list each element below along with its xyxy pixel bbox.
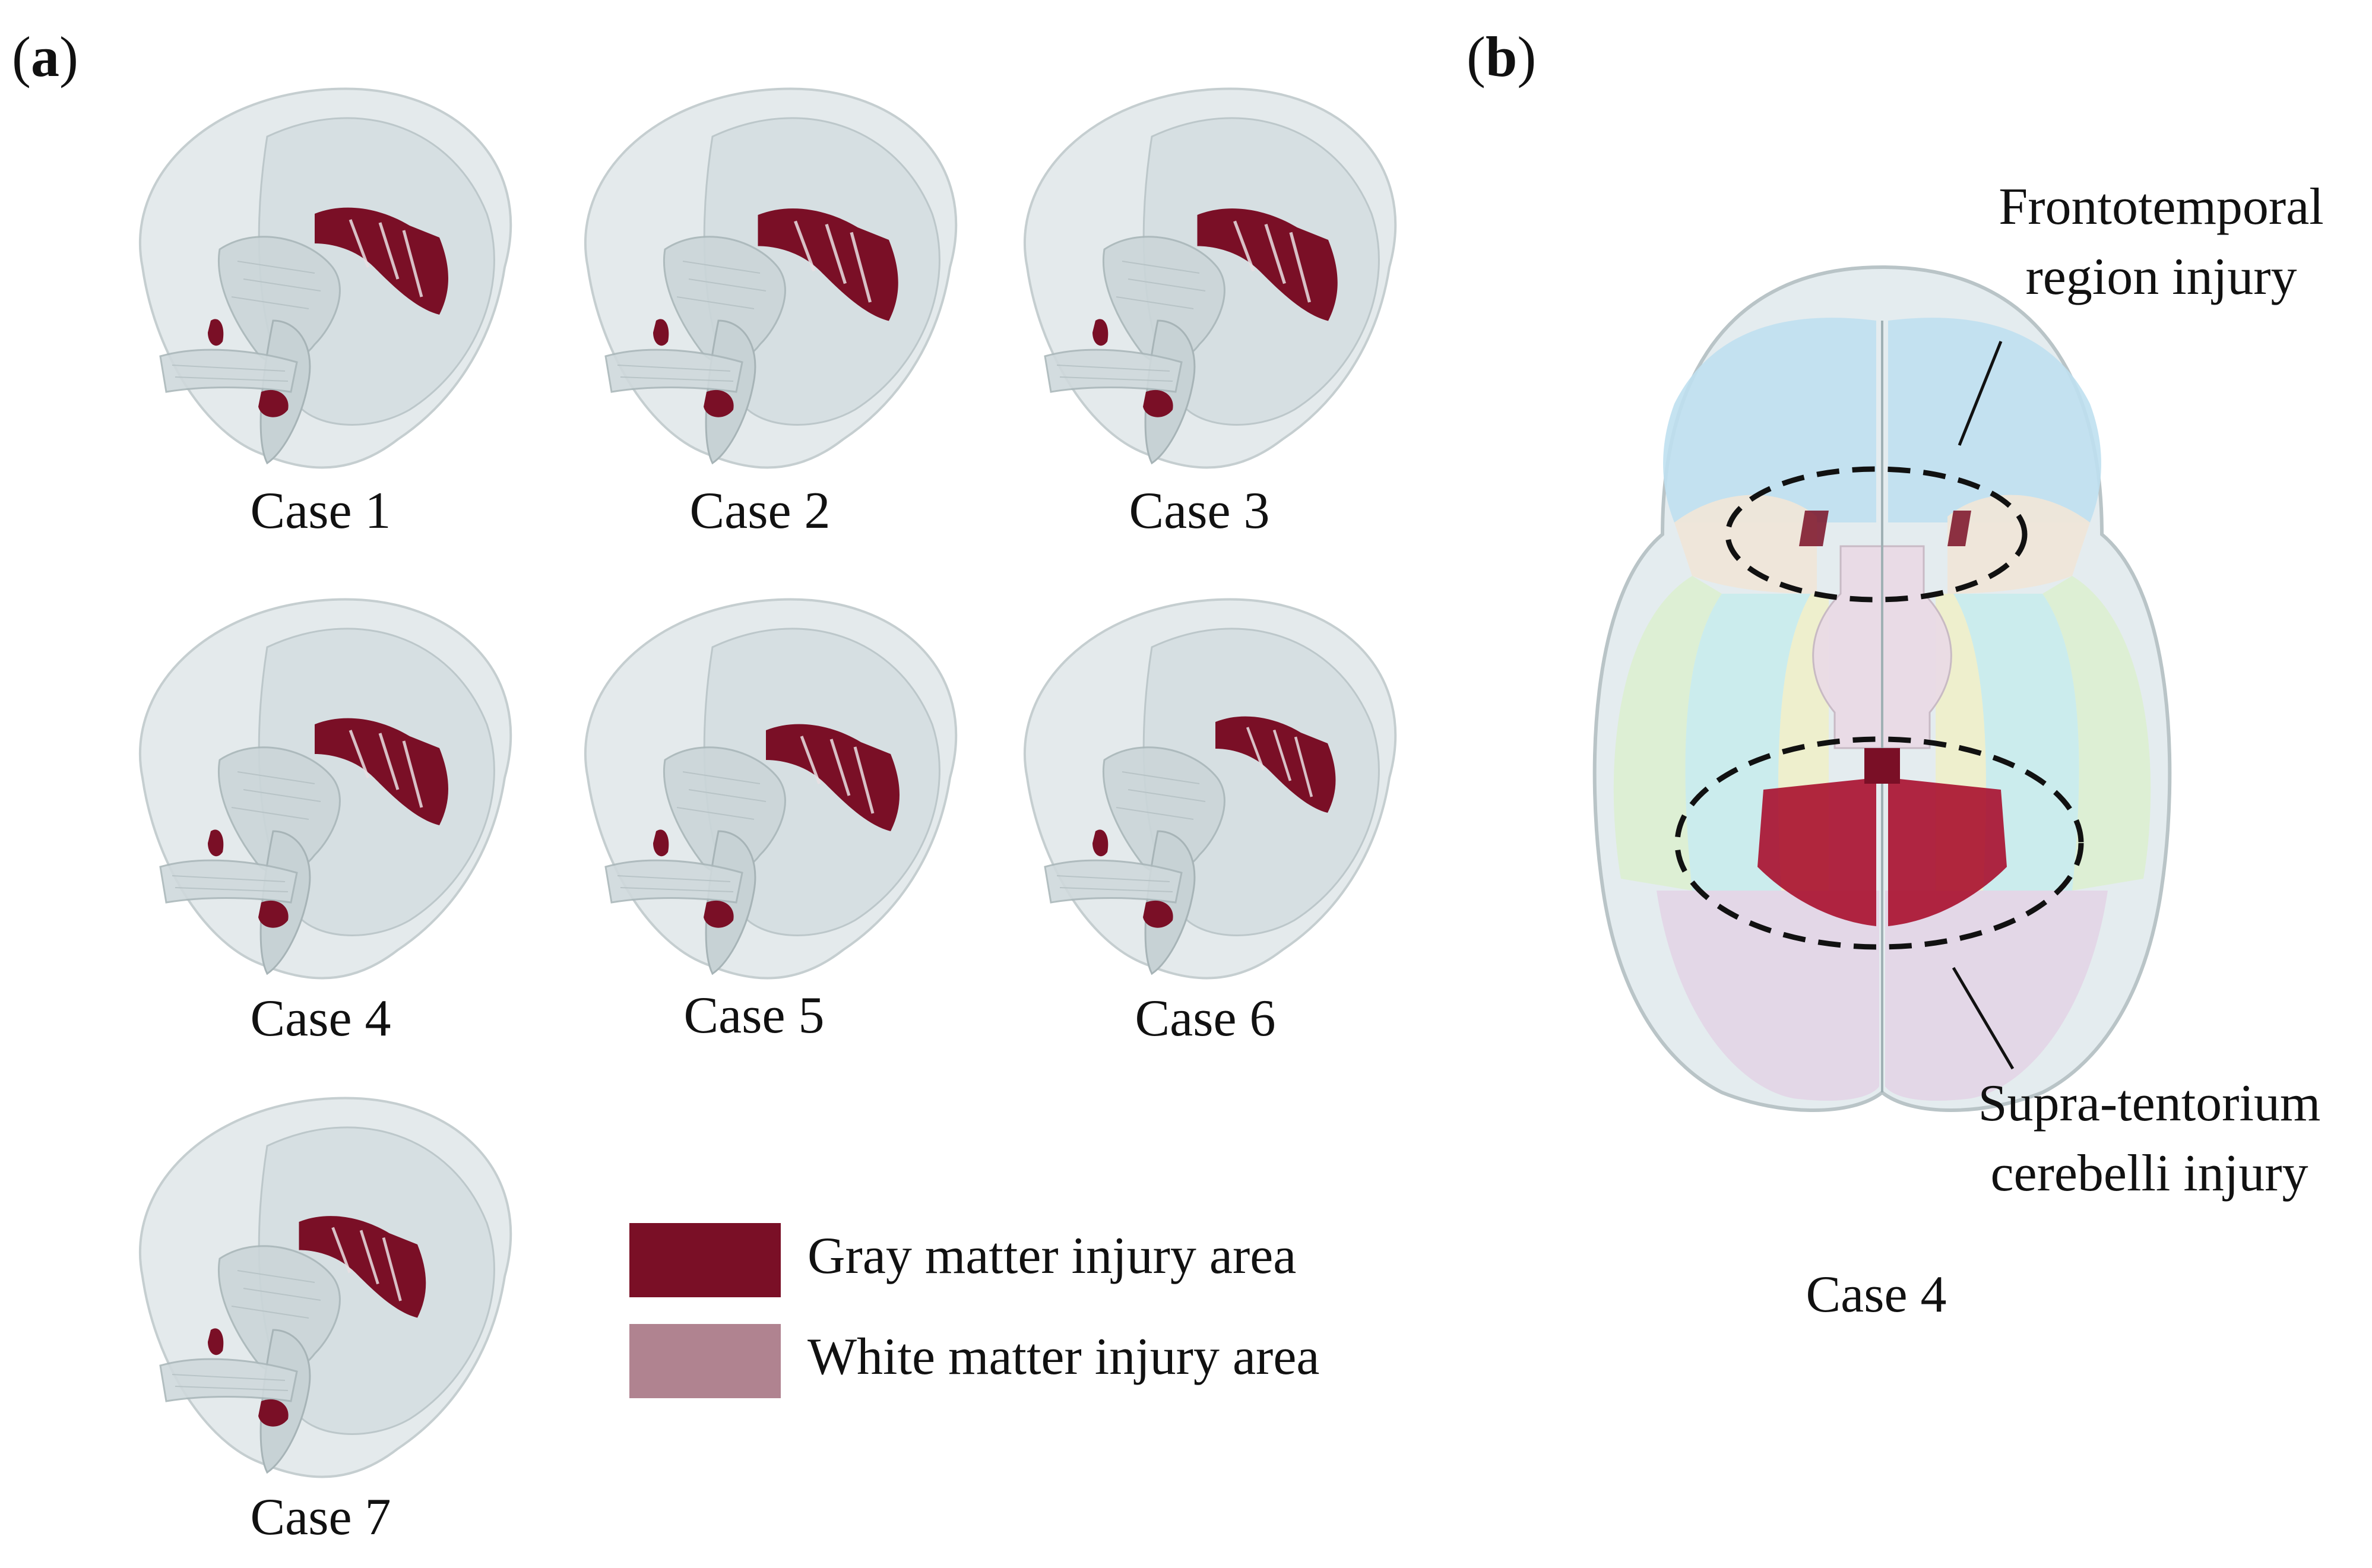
- callout-supratentorium-line-2: cerebelli injury: [1990, 1145, 2308, 1202]
- brain-model-case-7: [138, 1097, 512, 1478]
- legend-swatch-gray-matter: [629, 1223, 781, 1297]
- case-label-panel-b: Case 4: [1806, 1266, 1947, 1323]
- callout-frontotemporal-line-2: region injury: [2025, 248, 2297, 306]
- case-label-2: Case 2: [689, 482, 831, 540]
- brain-model-case-2: [584, 87, 958, 469]
- axial-brain-case-4: [1592, 265, 2172, 1112]
- case-label-3: Case 3: [1129, 482, 1270, 540]
- brain-model-case-1: [138, 87, 512, 469]
- brain-model-case-3: [1023, 87, 1397, 469]
- brain-model-case-6: [1023, 598, 1397, 980]
- legend-label-white-matter: White matter injury area: [807, 1328, 1320, 1386]
- legend-label-gray-matter: Gray matter injury area: [807, 1227, 1297, 1285]
- panel-label-b: (b): [1467, 25, 1537, 88]
- callout-supratentorium-line-1: Supra-tentorium: [1978, 1075, 2321, 1132]
- case-label-5: Case 5: [683, 987, 825, 1044]
- case-label-6: Case 6: [1135, 990, 1276, 1047]
- callout-frontotemporal-line-1: Frontotemporal: [1999, 178, 2324, 236]
- callout-supratentorium: Supra-tentorium cerebelli injury: [1942, 1069, 2357, 1209]
- case-label-4: Case 4: [250, 990, 391, 1047]
- brain-model-case-5: [584, 598, 958, 980]
- panel-label-a: (a): [12, 25, 78, 88]
- case-label-1: Case 1: [250, 482, 391, 540]
- brain-model-case-4: [138, 598, 512, 980]
- legend-swatch-white-matter: [629, 1324, 781, 1398]
- callout-frontotemporal: Frontotemporal region injury: [1959, 172, 2363, 312]
- case-label-7: Case 7: [250, 1488, 391, 1546]
